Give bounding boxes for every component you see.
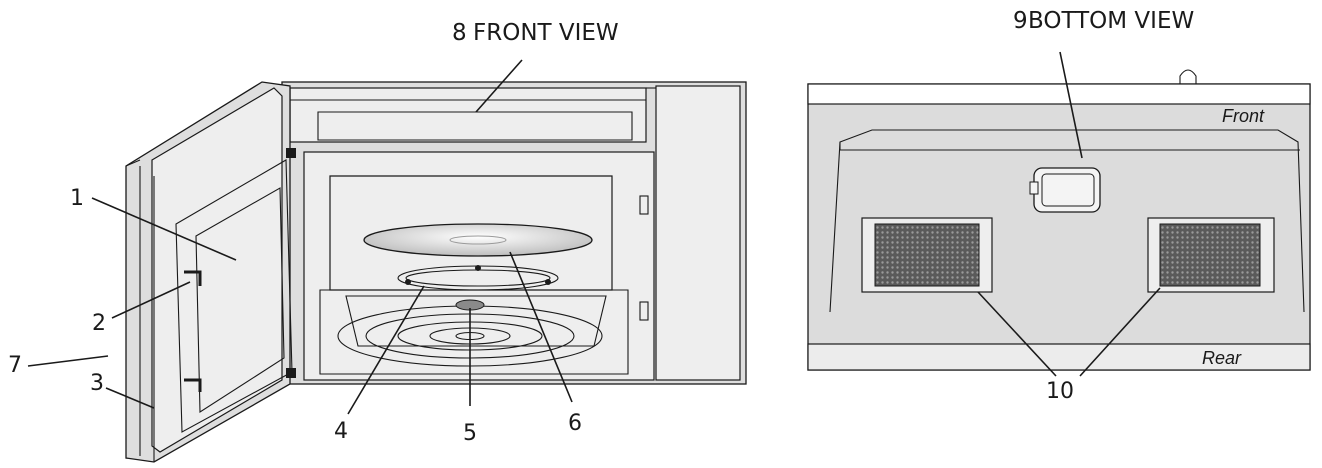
front-view-title-number: 8 (452, 20, 467, 46)
door (126, 82, 296, 462)
bottom-view: 9 BOTTOM VIEW Front Rear 10 (808, 8, 1310, 404)
front-view: 8 FRONT VIEW (8, 20, 746, 462)
callout-4: 4 (334, 419, 348, 444)
callout-10: 10 (1046, 379, 1074, 404)
callout-3: 3 (90, 371, 104, 396)
front-view-title: FRONT VIEW (473, 20, 619, 46)
callout-2: 2 (92, 311, 106, 336)
rear-label: Rear (1202, 348, 1242, 368)
left-vent-mesh (875, 224, 979, 286)
callout-5: 5 (463, 421, 477, 446)
right-vent-mesh (1160, 224, 1260, 286)
glass-tray (364, 224, 592, 256)
callout-7-leader (28, 356, 108, 366)
bottom-view-title-number: 9 (1013, 8, 1028, 34)
bottom-view-title: BOTTOM VIEW (1028, 8, 1194, 34)
callout-7: 7 (8, 353, 22, 378)
callout-6: 6 (568, 411, 582, 436)
callout-1: 1 (70, 186, 84, 211)
front-label: Front (1222, 106, 1265, 126)
